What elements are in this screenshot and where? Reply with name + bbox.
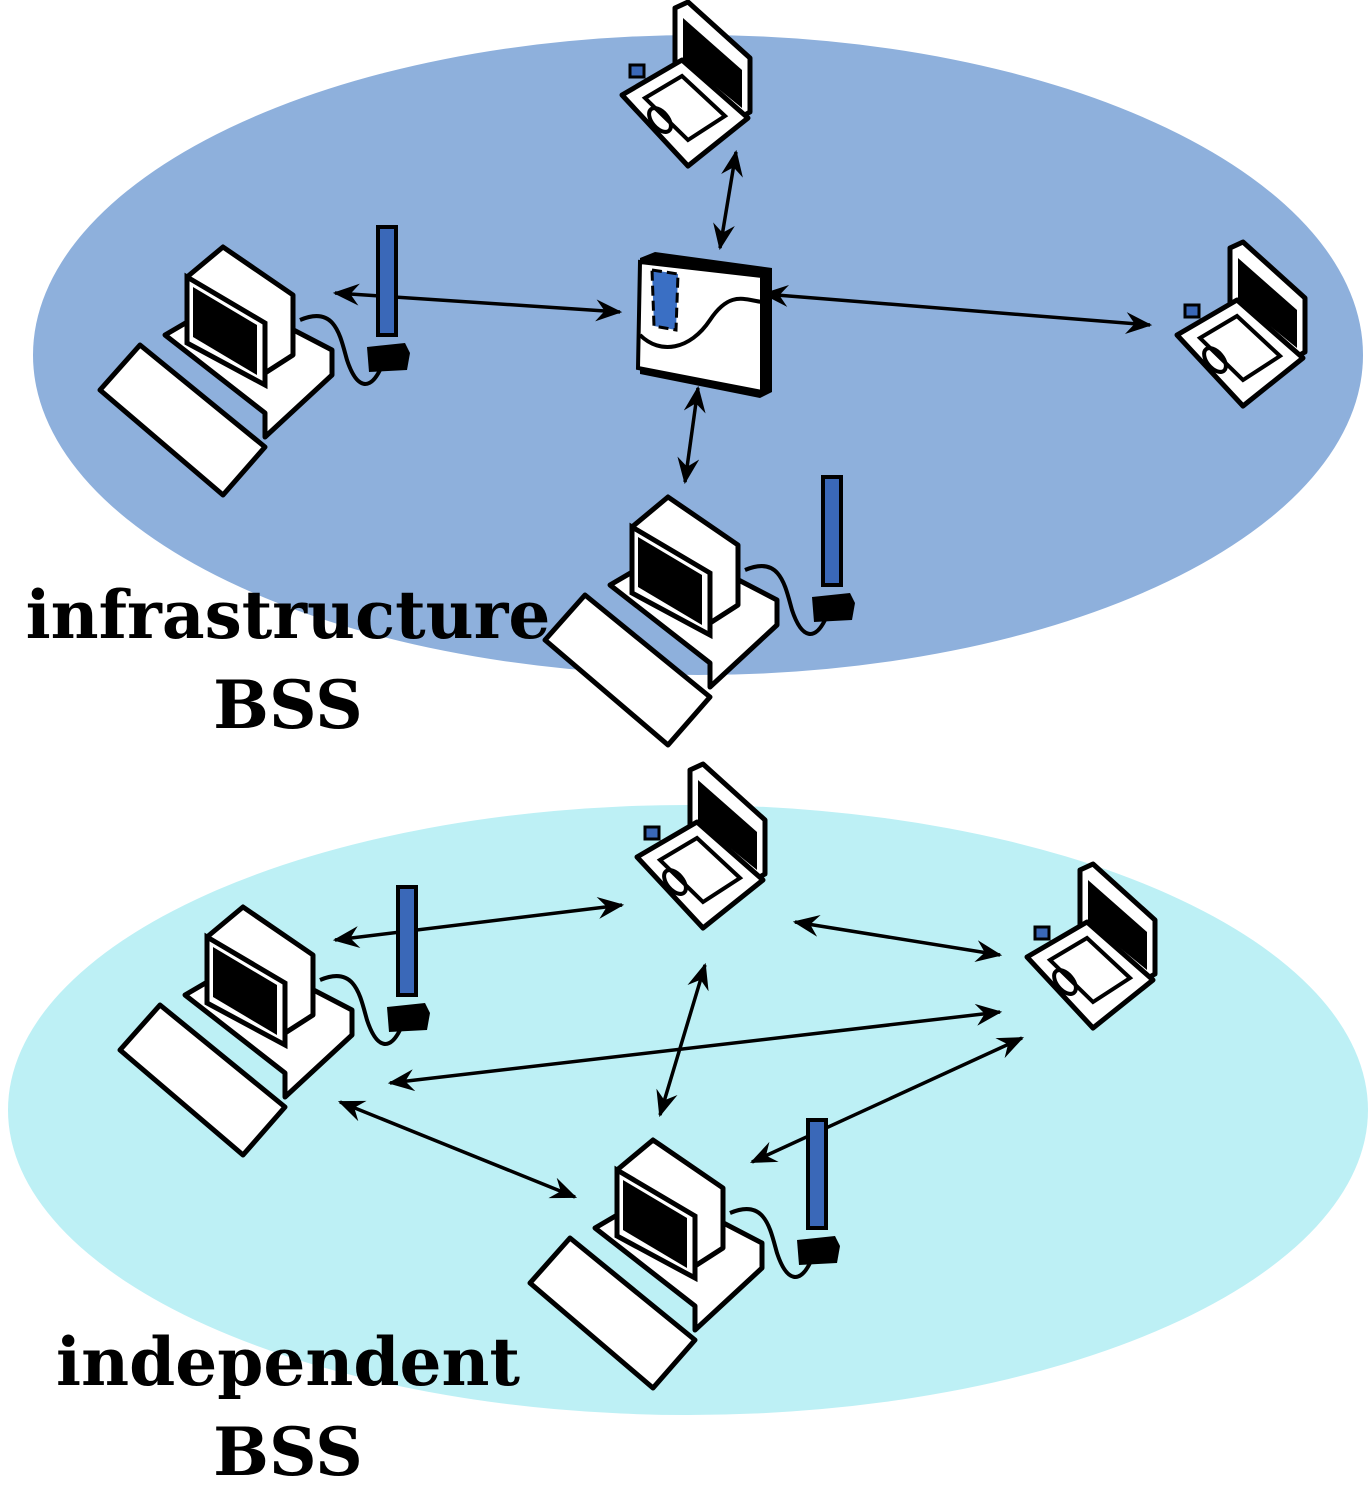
- access-point-icon: [635, 252, 772, 398]
- link-arrow: [750, 1036, 1024, 1164]
- infrastructure-bss-label: BSS: [213, 666, 363, 744]
- link-arrow: [656, 962, 709, 1118]
- infrastructure-label: infrastructure: [26, 576, 551, 654]
- independent-label: independent: [56, 1323, 520, 1401]
- link-arrow: [332, 897, 625, 948]
- link-arrow: [337, 1100, 578, 1199]
- link-arrow: [677, 385, 706, 485]
- link-arrow: [713, 149, 743, 251]
- link-arrow: [761, 284, 1153, 335]
- link-arrow: [792, 914, 1003, 963]
- independent-bss-label: BSS: [213, 1413, 363, 1491]
